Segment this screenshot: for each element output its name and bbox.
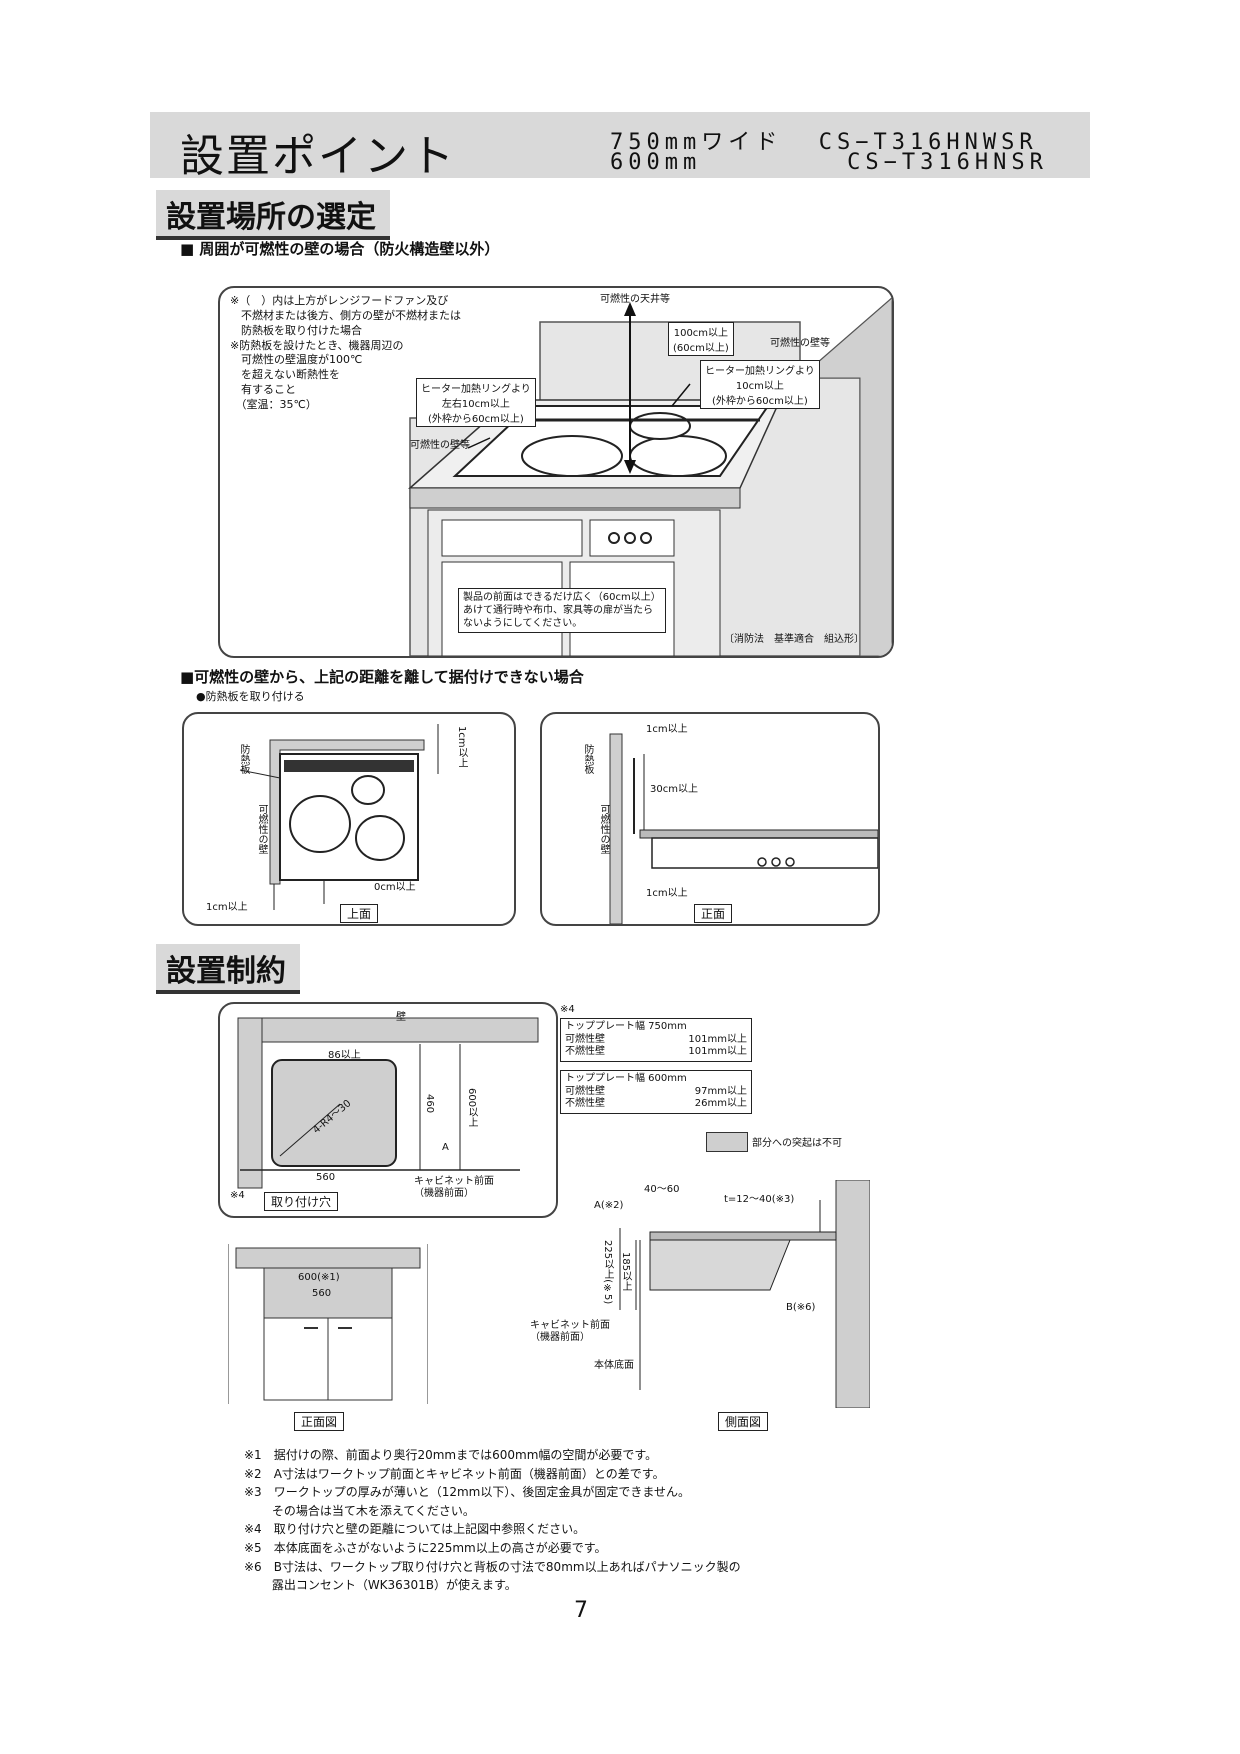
side-dist-225: 225以上(※5): [602, 1240, 613, 1305]
hole-wall-label: 壁: [396, 1012, 406, 1023]
heat-plate-front-view-panel: 防熱板 可燃性の壁 1cm以上 30cm以上 1cm以上 正面: [540, 712, 880, 926]
page-title: 設置ポイント: [180, 131, 456, 182]
front-view-dist-1b: 1cm以上: [646, 888, 688, 899]
right-wall-label: 可燃性の壁等: [770, 338, 830, 349]
page-number: 7: [574, 1598, 588, 1623]
front-view-dist-30: 30cm以上: [650, 784, 698, 795]
cabinet-front-diagram: [228, 1244, 428, 1404]
front-view-dist-1: 1cm以上: [646, 724, 688, 735]
left-wall-label: 可燃性の壁等: [410, 440, 470, 451]
condition-notes: ※（ ）内は上方がレンジフードファン及び 不燃材または後方、側方の壁が不燃材また…: [230, 294, 461, 411]
hole-note-4: ※4: [230, 1190, 245, 1201]
top-view-plate-label: 防熱板: [238, 744, 249, 774]
sub-heading-cannot-separate: ■可燃性の壁から、上記の距離を離して据付けできない場合: [180, 668, 584, 686]
front-width-560: 560: [312, 1288, 332, 1299]
top-view-diagram: [239, 724, 439, 910]
top-view-caption: 上面: [340, 904, 379, 923]
side-dim-b: B(※6): [786, 1302, 816, 1313]
side-bottom-label: 本体底面: [594, 1360, 634, 1371]
top-view-dist-1: 1cm以上: [456, 726, 467, 768]
section-title-constraints: 設置制約: [156, 944, 300, 994]
hole-cabinet-front: キャビネット前面 （機器前面）: [414, 1176, 494, 1199]
front-view-wall-label: 可燃性の壁: [598, 804, 609, 854]
ceiling-label: 可燃性の天井等: [600, 294, 670, 305]
mounting-hole-diagram: [237, 1017, 539, 1189]
hole-dist-600: 600以上: [466, 1088, 477, 1128]
front-view-bottom-caption: 正面図: [294, 1412, 345, 1431]
hole-caption: 取り付け穴: [264, 1192, 339, 1211]
cabinet-front-view: 600(※1) 560: [228, 1244, 428, 1404]
heat-plate-top-view-panel: 防熱板 可燃性の壁 1cm以上 0cm以上 1cm以上 上面: [182, 712, 516, 926]
model-line-2: 600mm CS−T316HNSR: [610, 150, 1048, 175]
fire-law-label: 〔消防法 基準適合 組込形〕: [724, 634, 864, 645]
sub-heading-combustible-wall: ■ 周囲が可燃性の壁の場合（防火構造壁以外）: [180, 240, 500, 258]
model-line-1: 750mmワイド CS−T316HNWSR: [610, 130, 1038, 155]
footnotes: ※1 据付けの際、前面より奥行20mmまでは600mm幅の空間が必要です。 ※2…: [244, 1448, 741, 1593]
legend-swatch: [706, 1132, 748, 1152]
side-clearance-box: ヒーター加熱リングより 左右10cm以上 (外枠から60cm以上): [416, 378, 536, 427]
front-space-note: 製品の前面はできるだけ広く（60cm以上） あけて通行時や布巾、家具等の扉が当た…: [458, 588, 666, 633]
section-title-location: 設置場所の選定: [156, 190, 390, 240]
front-view-caption: 正面: [694, 904, 733, 923]
front-width-600: 600(※1): [298, 1272, 340, 1283]
mounting-hole-panel: 壁 86以上 4-R4〜30 460 600以上 A 560 キャビネット前面 …: [218, 1002, 558, 1218]
sub-heading-heat-plate: ●防熱板を取り付ける: [196, 690, 305, 703]
top-view-dist-1b: 1cm以上: [206, 902, 248, 913]
side-dim-a: A(※2): [594, 1200, 624, 1211]
legend-text: 部分への突起は不可: [752, 1138, 842, 1149]
table-note-4: ※4: [560, 1004, 575, 1015]
hole-dim-a: A: [442, 1142, 449, 1153]
hole-dist-560: 560: [316, 1172, 336, 1183]
side-dist-185: 185以上: [620, 1252, 631, 1292]
side-dist-40-60: 40〜60: [644, 1184, 680, 1195]
top-view-wall-label: 可燃性の壁: [256, 804, 267, 854]
top-distance-box: 100cm以上 (60cm以上): [668, 322, 734, 356]
side-thickness: t=12〜40(※3): [724, 1194, 795, 1205]
hole-dist-86: 86以上: [328, 1050, 361, 1061]
hole-dist-460: 460: [424, 1094, 435, 1114]
front-view-diagram: [609, 733, 878, 924]
front-view-plate-label: 防熱板: [582, 744, 593, 774]
header-bar: [150, 112, 1090, 178]
side-cabinet-front: キャビネット前面 （機器前面）: [530, 1320, 610, 1343]
side-view-diagram: [619, 1180, 870, 1408]
kitchen-illustration-panel: ※（ ）内は上方がレンジフードファン及び 不燃材または後方、側方の壁が不燃材また…: [218, 286, 894, 658]
back-clearance-box: ヒーター加熱リングより 10cm以上 (外枠から60cm以上): [700, 360, 820, 409]
side-view-caption: 側面図: [718, 1412, 769, 1431]
side-view: 40〜60 t=12〜40(※3) A(※2) 225以上(※5) 185以上 …: [520, 1180, 870, 1408]
top-view-dist-0: 0cm以上: [374, 882, 416, 893]
